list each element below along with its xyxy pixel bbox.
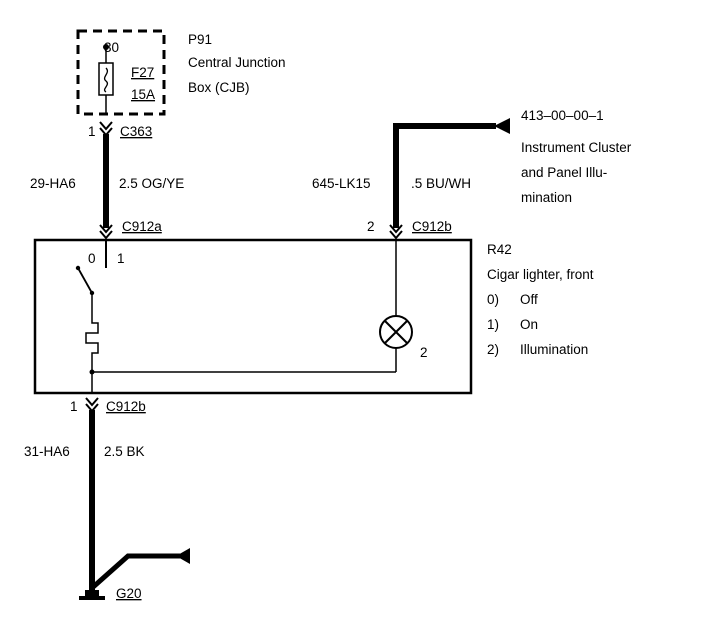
lamp-label: 2	[420, 345, 428, 360]
cjb-name-line1: Central Junction	[188, 55, 286, 70]
r42-name: Cigar lighter, front	[487, 267, 594, 282]
feed-spec-label: 2.5 OG/YE	[119, 176, 184, 191]
c912a-chevron-icon-2	[99, 230, 113, 240]
c363-pin: 1	[88, 124, 96, 139]
cluster-ref-line3: mination	[521, 190, 572, 205]
illum-circuit-label: 645-LK15	[312, 176, 371, 191]
c912b-bottom-pin: 1	[70, 399, 78, 414]
legend-key-1: 1)	[487, 317, 499, 332]
illum-wire	[393, 123, 496, 228]
c912b-top-label: C912b	[412, 219, 452, 234]
ground-branch-wire	[90, 553, 180, 590]
r42-component-box	[33, 238, 473, 395]
fuse-id: F27	[131, 65, 154, 80]
c912b-top-chevron-icon	[389, 224, 403, 234]
c363-chevron-icon	[99, 121, 113, 131]
ground-stub	[85, 590, 99, 596]
ground-circuit-label: 31-HA6	[24, 444, 70, 459]
legend-key-2: 2)	[487, 342, 499, 357]
r42-ref: R42	[487, 242, 512, 257]
legend-value-0: Off	[520, 292, 538, 307]
heater-element	[85, 295, 99, 372]
fuse-element	[103, 67, 109, 93]
feed-circuit-label: 29-HA6	[30, 176, 76, 191]
fuse-body	[98, 62, 114, 96]
lamp-x-2	[384, 320, 408, 344]
switch-blade	[77, 267, 93, 294]
cjb-name-line2: Box (CJB)	[188, 80, 250, 95]
cluster-ref-line2: and Panel Illu-	[521, 165, 607, 180]
legend-value-2: Illumination	[520, 342, 588, 357]
ground-icon	[79, 596, 105, 600]
cjb-pin-30: 30	[104, 40, 119, 55]
cjb-dashed-box	[76, 29, 166, 116]
cjb-ref: P91	[188, 32, 212, 47]
c912a-label: C912a	[122, 219, 162, 234]
legend-value-1: On	[520, 317, 538, 332]
switch-pivot	[89, 290, 95, 296]
c363-label: C363	[120, 124, 152, 139]
cluster-ref-code: 413–00–00–1	[521, 108, 604, 123]
c912b-top-chevron-icon-2	[389, 230, 403, 240]
fuse-rating: 15A	[131, 87, 155, 102]
illum-spec-label: .5 BU/WH	[411, 176, 471, 191]
cluster-ref-line1: Instrument Cluster	[521, 140, 632, 155]
switch-pos-0: 0	[88, 251, 96, 266]
c912b-bottom-label: C912b	[106, 399, 146, 414]
legend-key-0: 0)	[487, 292, 499, 307]
c912b-top-pin: 2	[367, 219, 375, 234]
c912b-bottom-chevron-icon	[85, 397, 99, 407]
switch-pos-1: 1	[117, 251, 125, 266]
ground-branch-arrow-icon	[176, 548, 190, 564]
cluster-arrow-icon	[494, 118, 510, 134]
c912a-chevron-icon	[99, 224, 113, 234]
ground-spec-label: 2.5 BK	[104, 444, 145, 459]
ground-ref: G20	[116, 586, 142, 601]
